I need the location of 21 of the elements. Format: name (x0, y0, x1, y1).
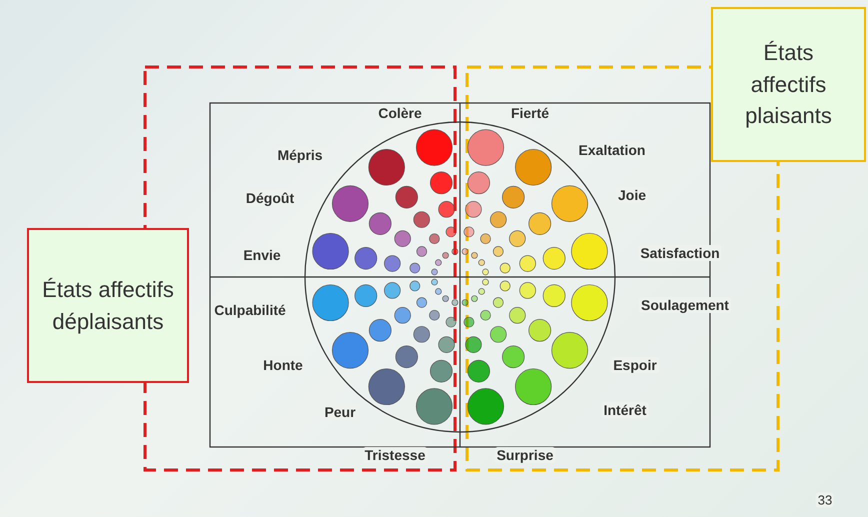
emotion-label: Joie (616, 187, 648, 203)
emotion-label: Envie (241, 247, 283, 263)
emotion-label: Satisfaction (638, 245, 722, 261)
emotion-label: Intérêt (602, 402, 648, 418)
callout-text: États affectifs plaisants (744, 38, 833, 130)
emotion-label: Dégoût (244, 190, 296, 206)
page-number: 33 (816, 492, 834, 508)
emotion-label: Colère (376, 105, 424, 121)
emotion-label: Exaltation (576, 142, 648, 158)
emotion-label: Tristesse (362, 447, 428, 463)
emotion-label: Peur (322, 404, 358, 420)
emotion-label: Espoir (611, 357, 659, 373)
emotion-label: Honte (261, 357, 305, 373)
callout-text: États affectifs déplaisants (41, 276, 175, 336)
callout-box (27, 228, 189, 383)
emotion-label: Surprise (494, 447, 556, 463)
emotion-label: Mépris (275, 147, 325, 163)
emotion-label: Culpabilité (212, 302, 288, 318)
callout-box (711, 7, 866, 162)
emotion-label: Fierté (508, 105, 552, 121)
emotion-label: Soulagement (639, 297, 731, 313)
